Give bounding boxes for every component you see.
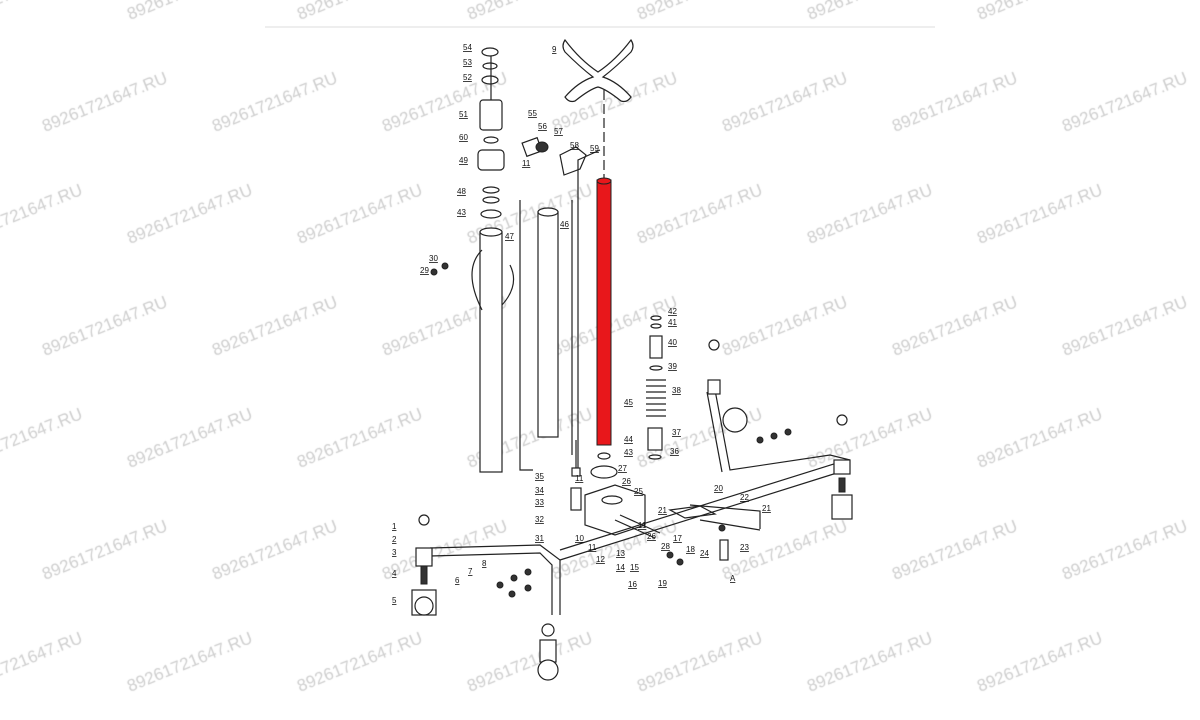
part-label-52: 52 bbox=[463, 73, 472, 82]
part-label-39: 39 bbox=[668, 362, 677, 371]
part-label-37: 37 bbox=[672, 428, 681, 437]
part-label-7: 7 bbox=[468, 567, 473, 576]
lifting-rod-part-45 bbox=[596, 177, 612, 446]
part-label-16: 16 bbox=[628, 580, 637, 589]
part-label-11: 11 bbox=[575, 474, 584, 483]
part-label-5: 5 bbox=[392, 596, 397, 605]
caster-wheels bbox=[411, 339, 853, 681]
part-label-9: 9 bbox=[552, 45, 557, 54]
part-label-43: 43 bbox=[457, 208, 466, 217]
part-label-57: 57 bbox=[554, 127, 563, 136]
spring-assembly bbox=[590, 315, 666, 479]
saddle bbox=[562, 38, 634, 180]
part-label-36: 36 bbox=[670, 447, 679, 456]
part-label-26: 26 bbox=[622, 477, 631, 486]
part-label-3: 3 bbox=[392, 548, 397, 557]
parts-drawing bbox=[411, 38, 853, 681]
part-label-30: 30 bbox=[429, 254, 438, 263]
part-label-20: 20 bbox=[714, 484, 723, 493]
part-label-27: 27 bbox=[618, 464, 627, 473]
part-label-24: 24 bbox=[700, 549, 709, 558]
part-label-56: 56 bbox=[538, 122, 547, 131]
part-label-19: 19 bbox=[658, 579, 667, 588]
part-label-14: 14 bbox=[616, 563, 625, 572]
outer-cylinder bbox=[430, 47, 515, 473]
part-label-28: 28 bbox=[661, 542, 670, 551]
part-label-12: 12 bbox=[596, 555, 605, 564]
part-label-21: 21 bbox=[762, 504, 771, 513]
part-label-42: 42 bbox=[668, 307, 677, 316]
part-label-41: 41 bbox=[668, 318, 677, 327]
part-label-45: 45 bbox=[624, 398, 633, 407]
part-label-2: 2 bbox=[392, 535, 397, 544]
part-label-13: 13 bbox=[616, 549, 625, 558]
part-label-51: 51 bbox=[459, 110, 468, 119]
inner-cylinder bbox=[519, 200, 573, 471]
pump-body bbox=[570, 440, 661, 539]
part-label-29: 29 bbox=[420, 266, 429, 275]
part-label-43: 43 bbox=[624, 448, 633, 457]
part-label-21: 21 bbox=[658, 506, 667, 515]
part-label-32: 32 bbox=[535, 515, 544, 524]
part-label-8: 8 bbox=[482, 559, 487, 568]
part-label-4: 4 bbox=[392, 569, 397, 578]
part-label-44: 44 bbox=[624, 435, 633, 444]
part-label-55: 55 bbox=[528, 109, 537, 118]
part-label-34: 34 bbox=[535, 486, 544, 495]
part-label-23: 23 bbox=[740, 543, 749, 552]
part-label-11: 11 bbox=[588, 543, 597, 552]
part-label-18: 18 bbox=[686, 545, 695, 554]
part-label-38: 38 bbox=[672, 386, 681, 395]
part-label-48: 48 bbox=[457, 187, 466, 196]
part-label-58: 58 bbox=[570, 141, 579, 150]
part-label-22: 22 bbox=[740, 493, 749, 502]
part-label-35: 35 bbox=[535, 472, 544, 481]
part-label-54: 54 bbox=[463, 43, 472, 52]
part-label-11: 11 bbox=[522, 159, 531, 168]
part-label-25: 25 bbox=[634, 487, 643, 496]
part-label-17: 17 bbox=[673, 534, 682, 543]
part-label-6: 6 bbox=[455, 576, 460, 585]
part-label-15: 15 bbox=[630, 563, 639, 572]
part-label-1: 1 bbox=[392, 522, 397, 531]
part-label-26: 26 bbox=[647, 532, 656, 541]
part-label-59: 59 bbox=[590, 144, 599, 153]
pump-valve-parts bbox=[521, 136, 601, 470]
part-label-10: 10 bbox=[575, 534, 584, 543]
part-label-60: 60 bbox=[459, 133, 468, 142]
part-label-31: 31 bbox=[535, 534, 544, 543]
part-label-47: 47 bbox=[505, 232, 514, 241]
part-label-40: 40 bbox=[668, 338, 677, 347]
part-label-11: 11 bbox=[638, 521, 647, 530]
part-label-33: 33 bbox=[535, 498, 544, 507]
part-label-A: A bbox=[730, 574, 736, 583]
part-label-46: 46 bbox=[560, 220, 569, 229]
part-label-53: 53 bbox=[463, 58, 472, 67]
part-label-49: 49 bbox=[459, 156, 468, 165]
